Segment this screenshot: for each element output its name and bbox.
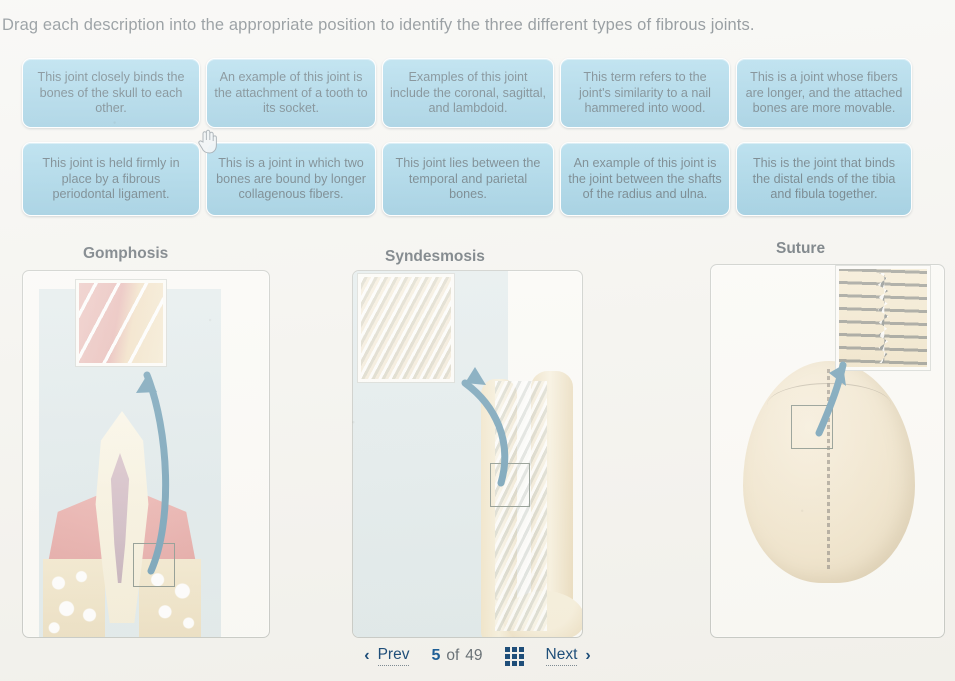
grid-cell [504, 653, 510, 659]
grid-cell [511, 660, 517, 666]
grid-cell [511, 653, 517, 659]
grid-view-icon[interactable] [504, 646, 524, 666]
category-label-suture: Suture [776, 240, 826, 257]
draggable-card-collagenous[interactable]: This is a joint in which two bones are b… [206, 142, 376, 216]
card-row-1: This joint closely binds the bones of th… [0, 58, 955, 128]
draggable-card-coronal[interactable]: Examples of this joint include the coron… [382, 58, 554, 128]
draggable-card-nail-wood[interactable]: This term refers to the joint's similari… [560, 58, 730, 128]
page-title: Drag each description into the appropria… [2, 16, 755, 34]
grid-cell [518, 653, 524, 659]
drop-zone-suture[interactable] [710, 264, 945, 638]
card-text: This term refers to the joint's similari… [579, 69, 711, 116]
card-text: An example of this joint is the attachme… [214, 69, 368, 116]
card-text: This joint closely binds the bones of th… [37, 69, 185, 116]
card-text: This is a joint in which two bones are b… [216, 155, 366, 202]
card-row-2: This joint is held firmly in place by a … [0, 142, 955, 216]
draggable-card-tibia-fibula[interactable]: This is the joint that binds the distal … [736, 142, 912, 216]
card-text: This joint lies between the temporal and… [395, 155, 541, 202]
drop-zone-gomphosis[interactable] [22, 270, 270, 638]
of-label: of [446, 647, 460, 664]
grid-cell [518, 646, 524, 652]
drop-zone-syndesmosis[interactable] [352, 270, 583, 638]
card-text: Examples of this joint include the coron… [389, 69, 547, 116]
draggable-card-tooth-socket[interactable]: An example of this joint is the attachme… [206, 58, 376, 128]
figure-skull-superior-view [711, 265, 944, 637]
grid-cell [518, 660, 524, 666]
card-text: An example of this joint is the joint be… [568, 155, 722, 202]
grid-cell [504, 646, 510, 652]
prev-button[interactable]: ‹ Prev [364, 646, 410, 666]
card-text: This is the joint that binds the distal … [752, 155, 896, 202]
grid-cell [511, 646, 517, 652]
callout-arrow-icon [136, 371, 170, 575]
pagination-bar: ‹ Prev 5 of 49 Next › [0, 639, 955, 673]
category-label-gomphosis: Gomphosis [83, 245, 169, 262]
draggable-card-radius-ulna[interactable]: An example of this joint is the joint be… [560, 142, 730, 216]
draggable-card-temporal[interactable]: This joint lies between the temporal and… [382, 142, 554, 216]
card-text: This joint is held firmly in place by a … [42, 155, 180, 202]
category-label-syndesmosis: Syndesmosis [385, 248, 485, 265]
current-page: 5 [431, 647, 441, 664]
page-counter: 5 of 49 [431, 647, 482, 665]
draggable-card-skull-binds[interactable]: This joint closely binds the bones of th… [22, 58, 200, 128]
figure-radius-ulna [353, 271, 582, 637]
chevron-left-icon: ‹ [364, 647, 370, 664]
next-label: Next [545, 646, 578, 666]
description-card-tray: This joint closely binds the bones of th… [0, 58, 955, 230]
card-text: This is a joint whose fibers are longer,… [745, 69, 903, 116]
callout-arrow-icon [815, 361, 847, 437]
draggable-card-periodontal[interactable]: This joint is held firmly in place by a … [22, 142, 200, 216]
chevron-right-icon: › [585, 647, 591, 664]
grid-cell [504, 660, 510, 666]
next-button[interactable]: Next › [545, 646, 591, 666]
figure-tooth-in-socket [23, 271, 269, 637]
draggable-card-longer-fibers[interactable]: This is a joint whose fibers are longer,… [736, 58, 912, 128]
prev-label: Prev [377, 646, 410, 666]
callout-arrow-icon [461, 367, 509, 487]
total-pages: 49 [465, 647, 483, 664]
